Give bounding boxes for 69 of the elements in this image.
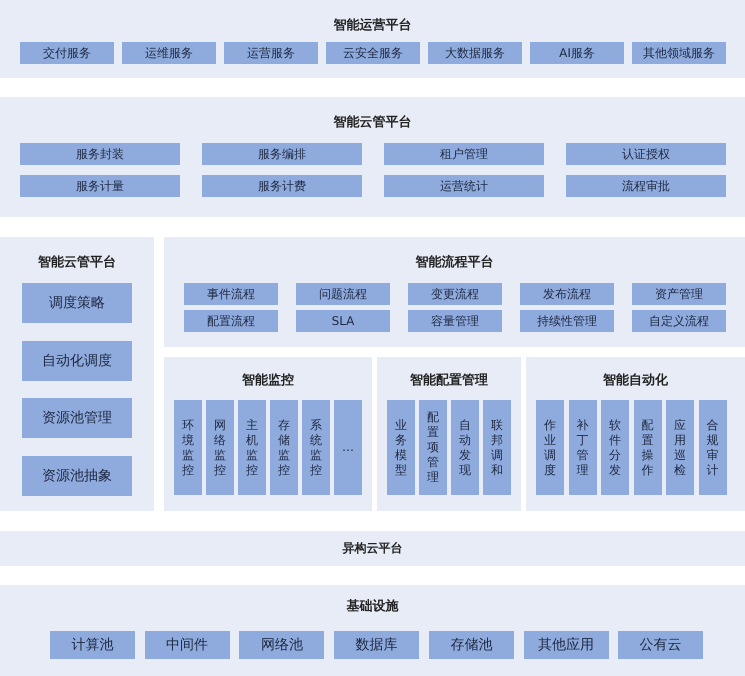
module-box: 调度策略 [22,283,132,323]
module-box: 资源池抽象 [22,456,132,496]
module-box: 问题流程 [296,283,390,305]
module-box: 变更流程 [408,283,502,305]
module-box: 认证授权 [566,143,726,165]
module-box: 主机监控 [238,400,266,495]
module-box: 存储池 [428,631,514,659]
module-box: 服务封装 [20,143,180,165]
module-box: 应用巡检 [666,400,694,495]
module-box: 资源池管理 [22,398,132,438]
module-box: 发布流程 [520,283,614,305]
module-box: 大数据服务 [428,42,522,64]
module-box: 容量管理 [408,310,502,332]
module-box: 环境监控 [174,400,202,495]
module-box: 网络池 [239,631,324,659]
module-box: 补丁管理 [568,400,596,495]
module-box: 软件分发 [601,400,629,495]
module-box: … [334,400,362,495]
platform-panel [0,585,745,676]
module-box: 流程审批 [566,175,726,197]
module-box: 存储监控 [270,400,298,495]
module-box: 业务模型 [387,400,415,495]
module-box: 租户管理 [384,143,544,165]
module-box: 其他领域服务 [632,42,726,64]
panel-title: 智能配置管理 [409,372,489,389]
platform-panel [164,237,745,347]
module-box: 其他应用 [524,631,608,659]
module-box: 配置流程 [184,310,278,332]
module-box: 自动发现 [451,400,479,495]
module-box: SLA [296,310,390,332]
platform-panel [0,0,745,78]
module-box: 事件流程 [184,283,278,305]
module-box: 持续性管理 [520,310,614,332]
panel-title: 智能云管平台 [332,114,412,131]
module-box: 数据库 [334,631,420,659]
module-box: 公有云 [618,631,704,659]
module-box: 服务编排 [202,143,362,165]
module-box: 网络监控 [206,400,234,495]
module-box: 计算池 [50,631,135,659]
panel-title: 智能运营平台 [332,17,412,34]
platform-panel [0,237,154,511]
panel-title: 智能监控 [241,372,295,389]
module-box: 中间件 [144,631,230,659]
panel-title: 智能云管平台 [37,254,117,271]
module-box: 云安全服务 [326,42,420,64]
module-box: 自定义流程 [632,310,726,332]
module-box: 服务计量 [20,175,180,197]
module-box: 自动化调度 [22,340,132,380]
platform-panel [377,357,521,511]
module-box: 作业调度 [536,400,564,495]
module-box: 资产管理 [632,283,726,305]
module-box: 运维服务 [122,42,216,64]
panel-title: 智能自动化 [602,372,669,389]
platform-panel [0,97,745,217]
module-box: 服务计费 [202,175,362,197]
module-box: AI服务 [530,42,624,64]
module-box: 交付服务 [20,42,114,64]
platform-band: 异构云平台 [0,531,745,566]
module-box: 运营服务 [224,42,318,64]
module-box: 联邦调和 [483,400,511,495]
module-box: 运营统计 [384,175,544,197]
panel-title: 基础设施 [346,598,400,615]
panel-title: 智能流程平台 [414,254,494,271]
platform-panel [526,357,745,511]
module-box: 配置操作 [634,400,662,495]
module-box: 合规审计 [698,400,726,495]
platform-panel [164,357,372,511]
module-box: 配置项管理 [419,400,447,495]
module-box: 系统监控 [302,400,330,495]
